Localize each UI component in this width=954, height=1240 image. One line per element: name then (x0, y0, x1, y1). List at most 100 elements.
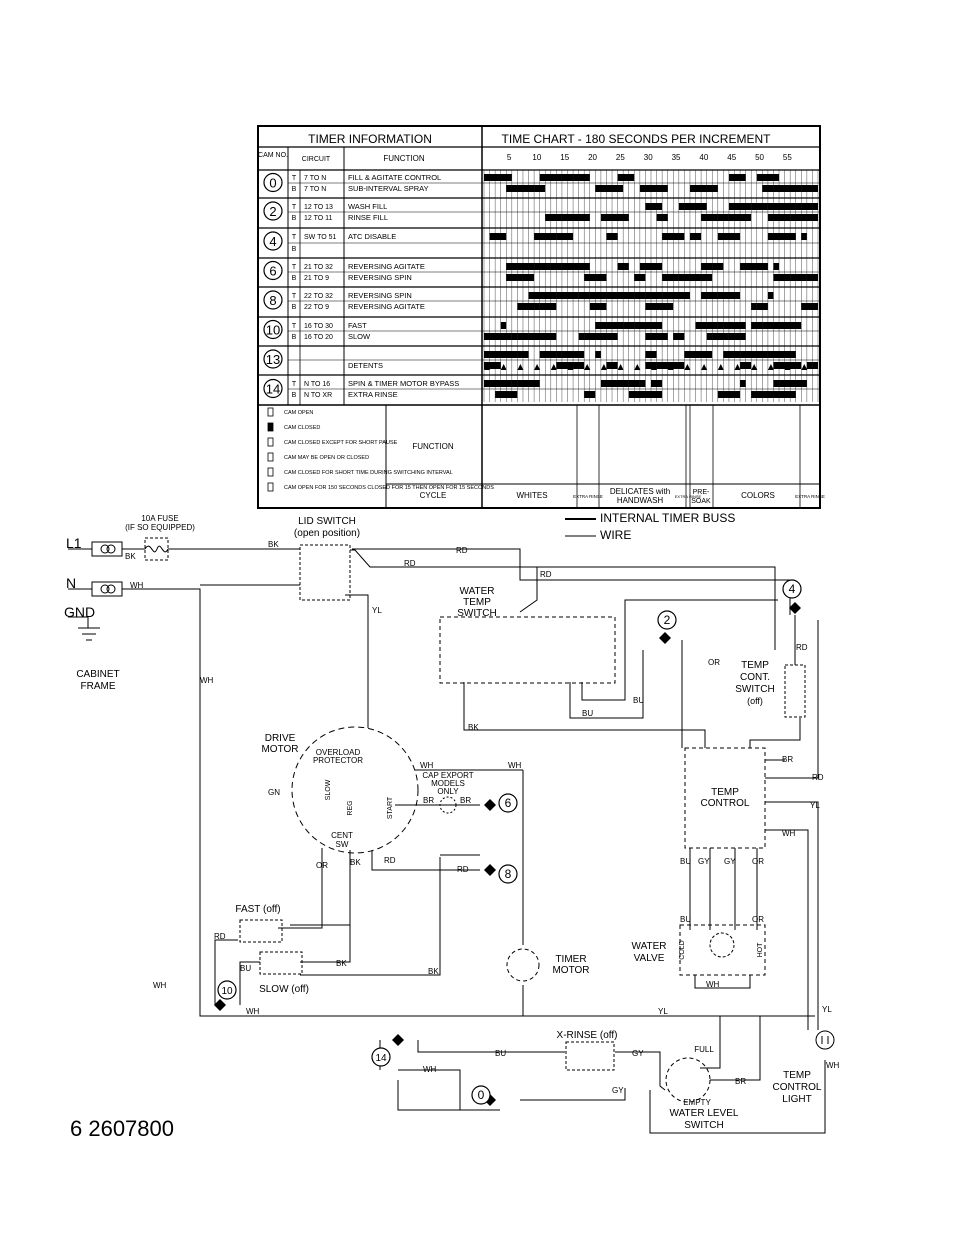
temp-control-light (815, 1030, 835, 1050)
cam-closed-bar (550, 263, 562, 270)
row-function: REVERSING SPIN (348, 273, 412, 282)
row-circuit: N TO XR (304, 392, 332, 399)
fast-label: FAST (off) (235, 904, 280, 915)
tick-label: 35 (672, 153, 681, 162)
cam-closed-bar (651, 380, 663, 387)
water-temp-label-3: SWITCH (457, 608, 496, 619)
temp-cont-switch (784, 664, 806, 718)
row-circuit: 16 TO 30 (304, 323, 333, 330)
cap-export-1: CAP EXPORT (422, 771, 473, 780)
cam-closed-bar (561, 174, 574, 181)
wire-tag: YL (658, 1007, 668, 1016)
temp-cont-label-3: SWITCH (735, 684, 774, 695)
temp-control-label-1: TEMP (711, 787, 739, 798)
circuit-header: CIRCUIT (302, 156, 331, 163)
cam-closed-bar (645, 362, 657, 369)
wire-tag: WH (420, 761, 434, 770)
wire-tag: BR (423, 796, 434, 805)
lid-switch (299, 544, 351, 601)
cam-closed-bar (511, 380, 518, 387)
fuse-label-2: (IF SO EQUIPPED) (125, 523, 195, 532)
detent-mark (684, 364, 691, 370)
wire-tag: OR (752, 857, 764, 866)
cam-closed-bar (751, 203, 768, 210)
legend-item: CAM CLOSED EXCEPT FOR SHORT PAUSE (267, 437, 398, 447)
cam-closed-bar (561, 214, 590, 221)
cam-closed-bar (623, 322, 635, 329)
capacitor (439, 796, 457, 814)
wire-tag: RD (456, 546, 468, 555)
wire-tag: OR (708, 658, 720, 667)
row-function: ATC DISABLE (348, 232, 396, 241)
row-tb: T (292, 264, 297, 271)
legend-item: CAM MAY BE OPEN OR CLOSED (267, 452, 369, 462)
svg-text:2: 2 (664, 613, 671, 627)
row-function: REVERSING SPIN (348, 291, 412, 300)
row-tb: T (292, 204, 297, 211)
cam-closed-bar (779, 322, 802, 329)
detent-mark (484, 364, 490, 370)
cam-closed-bar (773, 391, 780, 398)
row-function: REVERSING AGITATE (348, 302, 425, 311)
cam-closed-bar (678, 274, 690, 281)
cam-closed-bar (689, 185, 718, 192)
legend-item: CAM OPEN FOR 150 SECONDS CLOSED FOR 15 T… (267, 482, 494, 492)
detent-mark (634, 364, 641, 370)
cam-closed-bar (751, 391, 774, 398)
detent-mark (734, 364, 741, 370)
wire-tag: WH (423, 1065, 437, 1074)
cam-number-badge: 13 (263, 349, 283, 369)
cam-closed-bar (806, 362, 813, 369)
wire-tag: WH (153, 981, 167, 990)
cam-closed-bar (773, 174, 780, 181)
fuse-box (144, 537, 169, 561)
cam-closed-bar (517, 380, 540, 387)
cam-closed-bar (534, 233, 557, 240)
l1-label: L1 (66, 535, 82, 551)
row-tb: B (292, 275, 297, 282)
row-tb: T (292, 323, 297, 330)
cam-closed-bar (645, 203, 663, 210)
cam-closed-bar (701, 263, 713, 270)
start-winding-label: START (387, 796, 394, 819)
cycle-label-item: EXTRA RINSE (795, 494, 825, 499)
cam-closed-bar (606, 292, 635, 299)
part-number: 6 2607800 (70, 1116, 174, 1141)
detent-mark (717, 364, 724, 370)
cam-contact-symbol (789, 602, 801, 614)
detent-mark (667, 364, 674, 370)
wire-tag: RD (457, 865, 469, 874)
legend-item: CAM OPEN (267, 407, 313, 417)
cam-contact-symbol (484, 799, 496, 811)
row-circuit: 22 TO 32 (304, 293, 333, 300)
cam-number-badge: 8 (263, 290, 283, 310)
cam-closed-bar (773, 263, 780, 270)
tick-label: 55 (783, 153, 792, 162)
cam-closed-bar (606, 233, 618, 240)
slow-switch (259, 951, 303, 975)
cam-closed-bar (634, 322, 663, 329)
legend-item: CAM CLOSED FOR SHORT TIME DURING SWITCHI… (267, 467, 453, 477)
valve-thermistor-icon (709, 932, 735, 958)
tick-label: 5 (507, 153, 512, 162)
cam-closed-bar (517, 333, 529, 340)
cam-closed-bar (511, 333, 518, 340)
cam-closed-bar (489, 233, 507, 240)
cam-closed-bar (701, 292, 718, 299)
water-temp-label-2: TEMP (463, 597, 491, 608)
drive-motor-label-2: MOTOR (261, 744, 298, 755)
slow-winding-label: SLOW (325, 779, 332, 800)
fast-switch (239, 919, 283, 943)
x-rinse-label: X-RINSE (off) (557, 1030, 618, 1041)
drive-motor (291, 726, 419, 854)
cam-closed-bar (728, 174, 746, 181)
cycle-label-item: COLORS (741, 491, 775, 500)
cam-closed-bar (712, 333, 729, 340)
cam-closed-bar (517, 351, 529, 358)
detent-mark (567, 364, 574, 370)
svg-text:8: 8 (505, 867, 512, 881)
cam-number-badge: 6 (263, 260, 283, 281)
temp-cont-label-2: CONT. (740, 672, 770, 683)
cycle-label: CYCLE (420, 491, 447, 500)
row-function: SUB-INTERVAL SPRAY (348, 184, 429, 193)
